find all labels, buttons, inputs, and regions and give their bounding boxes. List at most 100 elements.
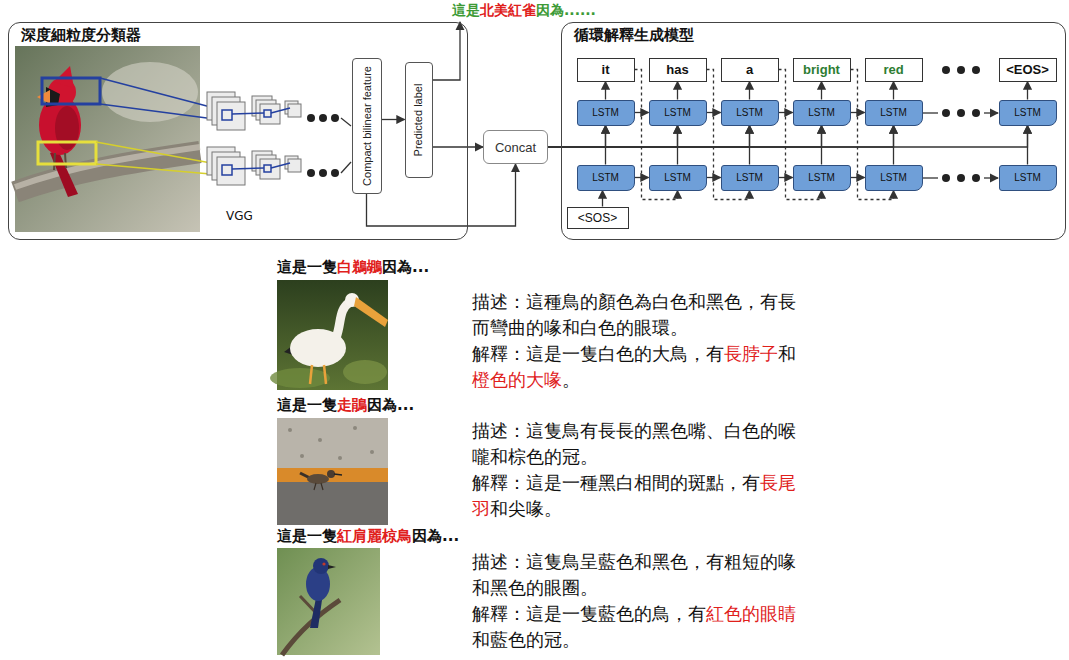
flow-arrow xyxy=(367,164,516,226)
ellipsis-dots xyxy=(957,174,965,182)
pelican-photo xyxy=(310,365,312,384)
flow-arrow xyxy=(1027,126,1028,165)
feature-lines xyxy=(96,142,222,165)
label-text: 和尖喙。 xyxy=(490,498,562,519)
receptive-fields xyxy=(222,165,232,175)
label-text: 這是一隻 xyxy=(277,396,337,414)
cardinal-photo xyxy=(54,153,55,170)
roadrunner-photo xyxy=(288,428,292,432)
ellipsis-dots xyxy=(972,66,980,74)
highlight-text: 紅色的眼睛 xyxy=(706,603,796,624)
description-text: 描述：這隻鳥有長長的黑色嘴、白色的喉嚨和棕色的冠。 xyxy=(472,418,804,470)
flow-arrow xyxy=(548,126,606,148)
feature-maps xyxy=(207,92,301,185)
feature-box: Compact bilinear feature xyxy=(352,58,382,194)
merge-lines xyxy=(341,118,351,126)
flow-arrow xyxy=(605,126,606,165)
panel-title: 循環解釋生成模型 xyxy=(574,26,1053,45)
cardinal-photo xyxy=(50,150,78,197)
receptive-fields xyxy=(222,110,232,120)
box-label: has xyxy=(666,62,688,77)
ellipsis-dots xyxy=(307,169,315,177)
receptive-fields xyxy=(264,110,271,117)
example-heading: 這是一隻紅肩麗椋鳥因為... xyxy=(277,526,577,546)
flow-arrow xyxy=(893,82,894,100)
label-text: 描述：這種鳥的顏色為白色和黑色，有長而彎曲的喙和白色的眼環。 xyxy=(472,291,796,338)
feature-maps xyxy=(217,102,245,130)
box-label: <SOS> xyxy=(578,211,617,225)
starling-photo xyxy=(328,565,336,569)
highlight-text: 走鵑 xyxy=(337,396,367,414)
feature-maps xyxy=(217,157,245,185)
lstm-cell: LSTM xyxy=(865,100,923,126)
lstm-cell: LSTM xyxy=(721,165,779,191)
label-text: 解釋：這是一隻藍色的鳥，有 xyxy=(472,603,706,624)
lstm-cell: LSTM xyxy=(577,165,635,191)
cardinal-photo xyxy=(15,152,200,192)
flow-arrow xyxy=(821,126,822,165)
box-label: LSTM xyxy=(1014,107,1041,118)
label-text: 和藍色的冠。 xyxy=(472,629,580,650)
roadrunner-photo xyxy=(277,418,388,468)
roadrunner-photo xyxy=(321,483,323,490)
start-token-box: <SOS> xyxy=(567,207,629,229)
label-text: 這是 xyxy=(452,2,480,18)
receptive-fields xyxy=(232,168,264,169)
feature-lines xyxy=(96,164,222,175)
box-label: Predicted label xyxy=(413,83,425,156)
pelican-photo xyxy=(354,297,388,327)
receptive-fields xyxy=(264,165,271,172)
feature-lines xyxy=(96,78,222,175)
explanation-text: 解釋：這是一隻藍色的鳥，有紅色的眼睛和藍色的冠。 xyxy=(472,601,804,653)
cardinal-photo xyxy=(15,46,200,232)
box-label: Concat xyxy=(495,140,536,155)
output-sentence: 這是北美紅雀因為...... xyxy=(452,1,752,19)
cardinal-photo xyxy=(15,147,200,187)
flow-arrow xyxy=(893,126,894,165)
label-text: 和 xyxy=(778,343,796,364)
word-box: <EOS> xyxy=(999,58,1057,82)
feature-maps xyxy=(288,104,301,117)
flow-arrow xyxy=(548,126,1028,148)
starling-photo xyxy=(322,562,325,565)
roadrunner-photo xyxy=(300,454,304,458)
receptive-fields xyxy=(271,108,290,113)
recurrent-lines xyxy=(984,112,998,113)
label-text: 解釋：這是一種黑白相間的斑點，有 xyxy=(472,472,760,493)
roadrunner-photo xyxy=(314,483,316,490)
label-text: VGG xyxy=(226,209,253,223)
feature-maps xyxy=(260,104,280,124)
roadrunner-photo xyxy=(353,426,357,430)
roadrunner-photo xyxy=(318,438,322,442)
highlight-text: 白鵜鶘 xyxy=(337,258,382,276)
ellipsis-dots xyxy=(957,66,965,74)
flow-arrow xyxy=(605,82,606,100)
connectors xyxy=(367,70,1028,227)
lstm-cell: LSTM xyxy=(649,165,707,191)
starling-photo xyxy=(277,548,380,655)
cardinal-photo xyxy=(15,46,200,232)
feature-maps xyxy=(288,159,301,172)
pelican-photo xyxy=(270,368,330,388)
flow-arrow xyxy=(749,82,750,100)
roadrunner-photo xyxy=(370,450,374,454)
recurrent-lines xyxy=(984,177,998,178)
roadrunner-photo xyxy=(277,468,388,482)
highlight-text: 長脖子 xyxy=(724,343,778,364)
ellipsis-dots xyxy=(972,174,980,182)
feature-lines xyxy=(100,104,222,120)
receptive-fields xyxy=(232,113,264,114)
roadrunner-photo xyxy=(307,474,329,484)
box-label: a xyxy=(746,62,753,77)
pelican-photo xyxy=(336,302,350,338)
ellipsis-dots xyxy=(942,174,950,182)
box-label: it xyxy=(602,62,610,77)
label-text: 這是一隻 xyxy=(277,527,337,545)
label-text: 解釋：這是一隻白色的大鳥，有 xyxy=(472,343,724,364)
ellipsis-dots xyxy=(319,114,327,122)
flow-arrow xyxy=(548,126,822,148)
roadrunner-photo xyxy=(277,418,388,525)
recurrent-lines xyxy=(923,112,938,113)
flow-arrow xyxy=(548,126,678,148)
cardinal-photo xyxy=(102,62,198,122)
